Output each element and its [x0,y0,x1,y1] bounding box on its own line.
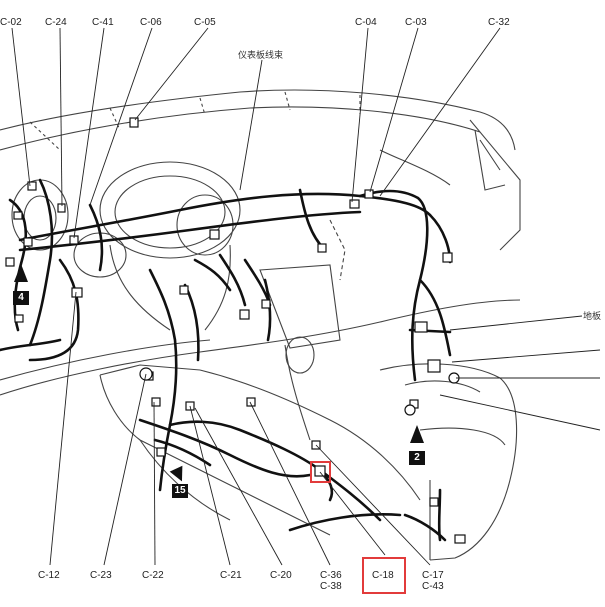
connectors [5,117,466,544]
label-c06: C-06 [140,17,162,28]
label-c17: C-17 [422,570,444,581]
view-arrow-4 [14,264,28,282]
label-c12: C-12 [38,570,60,581]
label-c36: C-36 [320,570,342,581]
label-c03: C-03 [405,17,427,28]
label-c24: C-24 [45,17,67,28]
view-marker-15: 15 [172,484,188,498]
harness-wires [0,178,452,542]
label-c02: C-02 [0,17,22,28]
label-c22: C-22 [142,570,164,581]
label-c41: C-41 [92,17,114,28]
view-arrow-2 [410,425,424,443]
dashboard-outline [0,89,521,561]
highlight-box-c18-label [362,557,406,594]
label-c32: C-32 [488,17,510,28]
label-instrument-panel-harness: 仪表板线束 [238,51,284,61]
leader-lines [11,27,601,566]
view-marker-4: 4 [13,291,29,305]
label-floor-harness: 地板 [583,312,602,322]
label-c23: C-23 [90,570,112,581]
label-c38: C-38 [320,581,342,592]
label-c05: C-05 [194,17,216,28]
label-c20: C-20 [270,570,292,581]
label-c04: C-04 [355,17,377,28]
highlight-box-c18-connector [310,461,331,483]
label-c43: C-43 [422,581,444,592]
view-marker-2: 2 [409,451,425,465]
label-c18: C-18 [372,570,394,581]
label-c21: C-21 [220,570,242,581]
